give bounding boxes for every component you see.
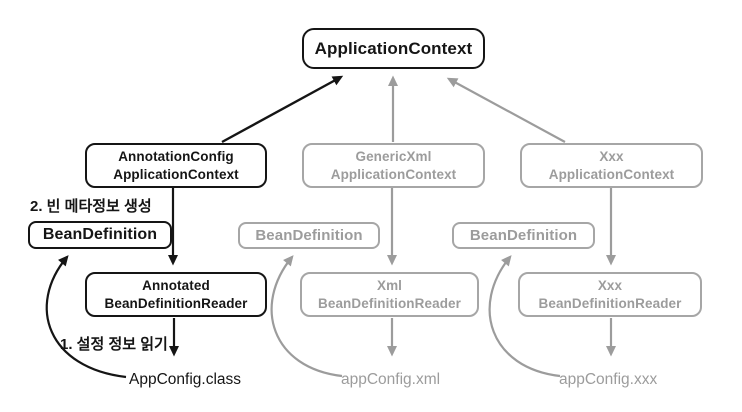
- annotation-context-inheritance-arrow: [221, 75, 344, 144]
- app-config-xxx-label: appConfig.xxx: [559, 371, 658, 388]
- context-label-line2: ApplicationContext: [548, 166, 675, 182]
- reader-label-line2: BeanDefinitionReader: [538, 295, 682, 311]
- xxx-context-inheritance-arrow: [446, 77, 566, 143]
- appconfig-xxx-to-beandefinition-arrow: [488, 255, 561, 378]
- bean-definition-label: BeanDefinition: [255, 226, 363, 244]
- xml-bean-definition-reader-box: Xml BeanDefinitionReader: [300, 272, 479, 317]
- reader-label-line1: Xxx: [597, 278, 623, 294]
- generic-xml-application-context-box: GenericXml ApplicationContext: [302, 143, 485, 188]
- context-label-line1: AnnotationConfig: [118, 149, 234, 165]
- appconfig-xml-to-beandefinition-arrow: [270, 255, 343, 378]
- bean-definition-box-xxx: BeanDefinition: [452, 222, 595, 249]
- step-2-label: 2. 빈 메타정보 생성: [30, 198, 152, 215]
- context-label-line2: ApplicationContext: [330, 166, 457, 182]
- reader-label-line2: BeanDefinitionReader: [104, 295, 248, 311]
- bean-definition-label: BeanDefinition: [42, 225, 158, 243]
- app-config-class-label: AppConfig.class: [129, 371, 242, 388]
- context-label-line1: GenericXml: [355, 149, 432, 165]
- application-context-label: ApplicationContext: [314, 38, 473, 58]
- context-label-line2: ApplicationContext: [113, 166, 239, 182]
- reader-label-line1: Annotated: [142, 278, 210, 294]
- appconfig-to-beandefinition-arrow: [45, 255, 127, 379]
- xxx-application-context-box: Xxx ApplicationContext: [520, 143, 703, 188]
- reader-label-line2: BeanDefinitionReader: [317, 295, 462, 311]
- bean-definition-label: BeanDefinition: [469, 226, 578, 244]
- application-context-box: ApplicationContext: [302, 28, 485, 69]
- context-label-line1: Xxx: [599, 149, 624, 165]
- reader-label-line1: Xml: [376, 278, 403, 294]
- annotated-bean-definition-reader-box: Annotated BeanDefinitionReader: [85, 272, 267, 317]
- bean-definition-box-annotation: BeanDefinition: [28, 221, 172, 249]
- app-config-xml-label: appConfig.xml: [341, 371, 441, 388]
- xxx-bean-definition-reader-box: Xxx BeanDefinitionReader: [518, 272, 702, 317]
- step-1-label: 1. 설정 정보 읽기: [60, 336, 168, 353]
- bean-definition-box-xml: BeanDefinition: [238, 222, 380, 249]
- annotation-config-application-context-box: AnnotationConfig ApplicationContext: [85, 143, 267, 188]
